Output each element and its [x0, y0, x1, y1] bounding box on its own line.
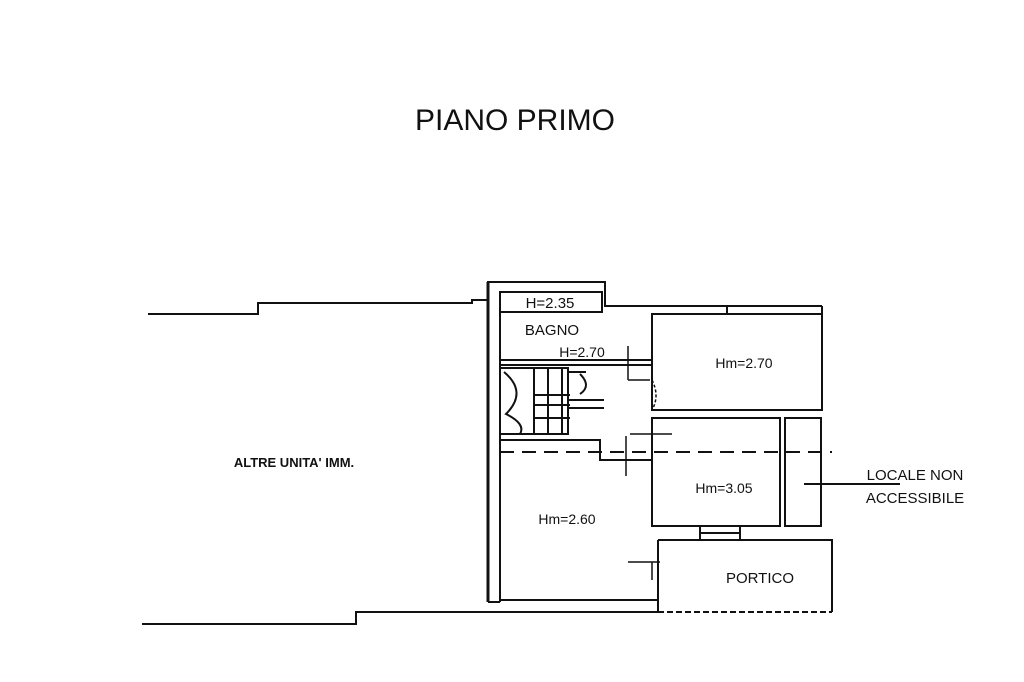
- room-sw-height-label: Hm=2.60: [538, 511, 595, 527]
- portico-label: PORTICO: [726, 570, 794, 587]
- door-markers: [625, 346, 672, 580]
- plan-title: PIANO PRIMO: [415, 104, 615, 137]
- room-ne-height-label: Hm=2.70: [715, 355, 772, 371]
- room-center-height-label: Hm=3.05: [695, 480, 752, 496]
- corridor-height-label: H=2.70: [559, 344, 605, 360]
- callout-line2: ACCESSIBILE: [866, 490, 964, 507]
- walls: [142, 281, 833, 625]
- adjacent-unit-label: ALTRE UNITA' IMM.: [234, 455, 354, 470]
- bagno-name-label: BAGNO: [525, 322, 579, 339]
- bagno-height-label: H=2.35: [526, 295, 575, 312]
- callout-line1: LOCALE NON: [867, 467, 964, 484]
